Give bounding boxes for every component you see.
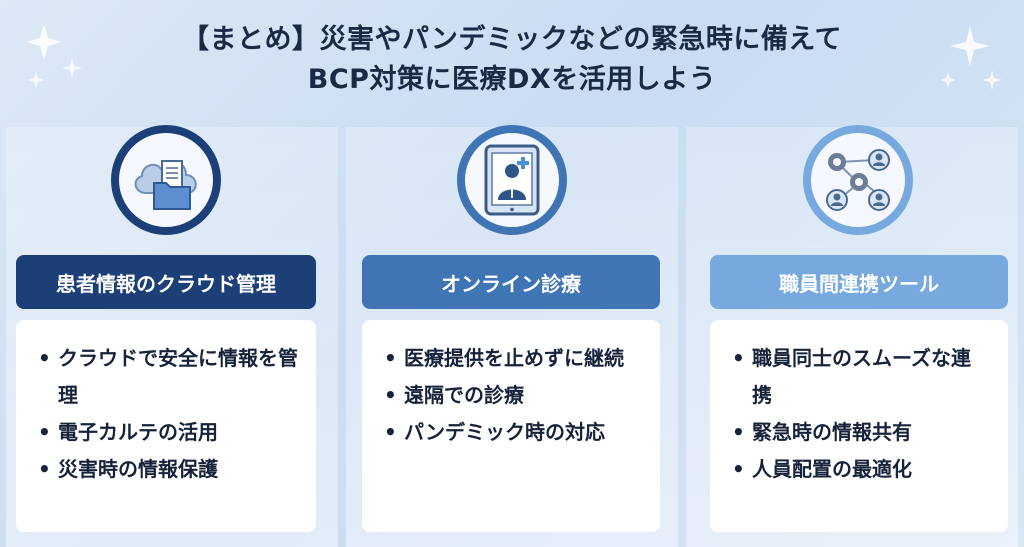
column-2-heading-label: オンライン診療 — [441, 271, 581, 296]
column-2-card: 医療提供を止めずに継続 遠隔での診療 パンデミック時の対応 — [362, 320, 660, 532]
person-icon — [826, 149, 890, 211]
column-1-icon-circle — [111, 125, 221, 235]
list-item: 電子カルテの活用 — [38, 414, 298, 451]
list-item: 災害時の情報保護 — [38, 451, 298, 488]
title-line-1: 【まとめ】災害やパンデミックなどの緊急時に備えて — [182, 24, 842, 55]
column-2-icon-circle — [457, 125, 567, 235]
column-3-heading: 職員間連携ツール — [710, 255, 1008, 309]
column-1-heading-label: 患者情報のクラウド管理 — [56, 271, 276, 296]
list-item: 緊急時の情報共有 — [732, 414, 990, 451]
column-3-heading-label: 職員間連携ツール — [779, 271, 939, 296]
column-3-icon-circle — [803, 125, 913, 235]
list-item: クラウドで安全に情報を管理 — [38, 340, 298, 414]
list-item: 職員同士のスムーズな連携 — [732, 340, 990, 414]
gear-icon — [828, 153, 868, 191]
list-item: 遠隔での診療 — [384, 377, 642, 414]
cloud-folder-icon — [134, 160, 197, 210]
list-item: 医療提供を止めずに継続 — [384, 340, 642, 377]
sparkle-icon — [940, 26, 1002, 90]
sparkle-icon — [26, 24, 82, 88]
page-title: 【まとめ】災害やパンデミックなどの緊急時に備えて BCP対策に医療DXを活用しよ… — [0, 20, 1024, 100]
column-3-card: 職員同士のスムーズな連携 緊急時の情報共有 人員配置の最適化 — [710, 320, 1008, 532]
tablet-doctor-icon — [484, 144, 540, 216]
staff-network-icon — [826, 149, 890, 211]
column-2-heading: オンライン診療 — [362, 255, 660, 309]
title-line-2: BCP対策に医療DXを活用しよう — [307, 64, 717, 95]
list-item: パンデミック時の対応 — [384, 414, 642, 451]
column-1-heading: 患者情報のクラウド管理 — [16, 255, 316, 309]
list-item: 人員配置の最適化 — [732, 451, 990, 488]
column-1-card: クラウドで安全に情報を管理 電子カルテの活用 災害時の情報保護 — [16, 320, 316, 532]
